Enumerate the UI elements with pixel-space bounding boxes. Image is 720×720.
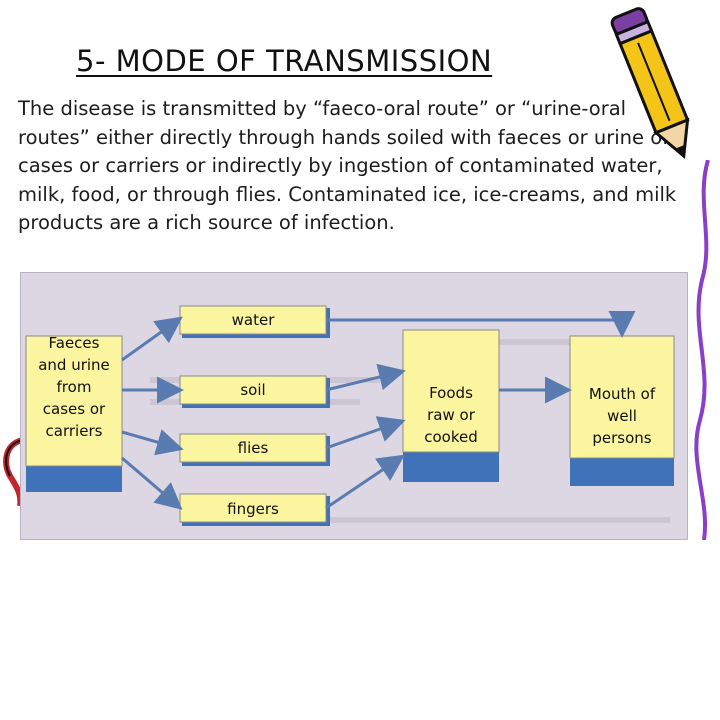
slide-paragraph: The disease is transmitted by “faeco-ora… bbox=[18, 95, 678, 238]
vehicle-label-water: water bbox=[180, 309, 326, 331]
slide-title: 5- MODE OF TRANSMISSION bbox=[76, 44, 492, 78]
source-label: Faeces and urine from cases or carriers bbox=[38, 332, 110, 442]
vehicle-label-soil: soil bbox=[180, 379, 326, 401]
vehicle-label-flies: flies bbox=[180, 437, 326, 459]
pencil-icon bbox=[598, 0, 710, 170]
transmission-diagram: Faeces and urine from cases or carriers … bbox=[20, 272, 688, 540]
vehicle-label-fingers: fingers bbox=[180, 498, 326, 520]
food-label: Foods raw or cooked bbox=[413, 382, 489, 448]
host-label: Mouth of well persons bbox=[578, 383, 666, 449]
